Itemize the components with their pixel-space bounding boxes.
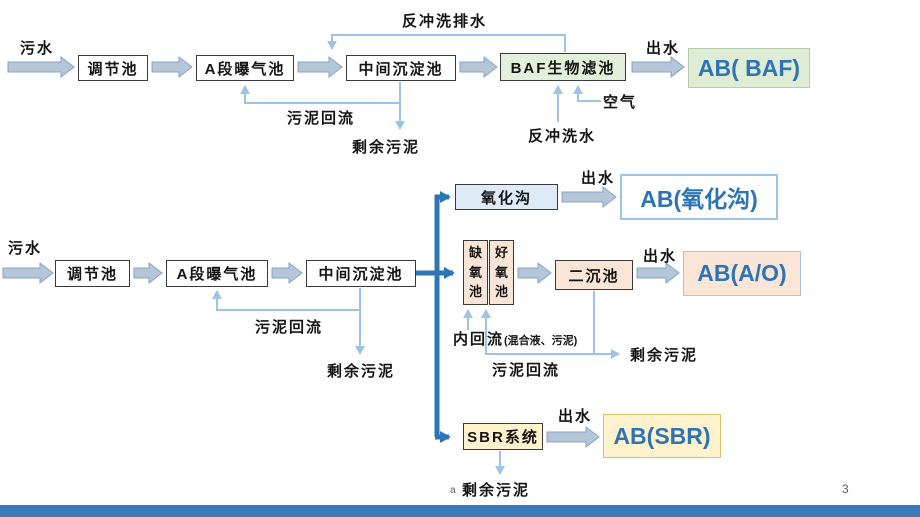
- footnote-mark: a: [450, 485, 456, 496]
- internal-recycle-text: 内回流: [453, 331, 505, 348]
- a-stage-aeration-tank-bottom: A段曝气池: [166, 260, 268, 287]
- influent-label-top: 污水: [20, 40, 55, 57]
- excess-sludge-label-top: 剩余污泥: [352, 139, 421, 156]
- regulation-tank-top: 调节池: [78, 55, 148, 81]
- secondary-sedimentation-tank-box: 二沉池: [555, 260, 633, 290]
- branch-trunk: [416, 191, 455, 443]
- backwash-water-label: 反冲洗水: [528, 128, 597, 145]
- baf-biofilter-box: BAF生物滤池: [500, 53, 626, 81]
- sludge-return-label-ao: 污泥回流: [492, 362, 561, 379]
- footer-bar: [0, 505, 920, 517]
- intermediate-sedimentation-tank-bottom: 中间沉淀池: [306, 260, 416, 287]
- air-label: 空气: [603, 94, 638, 111]
- effluent-label-oxidation-ditch: 出水: [581, 170, 616, 187]
- result-ab-baf: AB( BAF): [688, 48, 810, 88]
- effluent-label-baf: 出水: [646, 40, 681, 57]
- result-ab-ao: AB(A/O): [683, 251, 801, 296]
- page-number: 3: [842, 482, 849, 496]
- oxidation-ditch-box: 氧化沟: [455, 184, 558, 210]
- effluent-label-sbr: 出水: [558, 408, 593, 425]
- excess-sludge-label-sbr: 剩余污泥: [462, 482, 531, 499]
- sludge-return-label-top: 污泥回流: [287, 110, 356, 127]
- aerobic-tank-box: 好氧池: [489, 240, 514, 305]
- internal-recycle-note: (混合液、污泥): [504, 335, 578, 347]
- intermediate-sedimentation-tank-top: 中间沉淀池: [346, 55, 456, 81]
- recycle-lines: [212, 34, 620, 475]
- block-arrows-bottom: [2, 185, 680, 449]
- sludge-return-label-bottom: 污泥回流: [255, 319, 324, 336]
- excess-sludge-label-bottom: 剩余污泥: [327, 363, 396, 380]
- block-arrows-top: [7, 55, 685, 79]
- regulation-tank-bottom: 调节池: [55, 260, 130, 287]
- influent-label-bottom: 污水: [8, 240, 43, 257]
- result-ab-oxidation-ditch: AB(氧化沟): [620, 174, 778, 220]
- effluent-label-ao: 出水: [643, 248, 678, 265]
- backwash-drain-label: 反冲洗排水: [402, 13, 488, 30]
- a-stage-aeration-tank-top: A段曝气池: [196, 55, 294, 81]
- result-ab-sbr: AB(SBR): [603, 414, 721, 458]
- internal-recycle-label: 内回流(混合液、污泥): [453, 328, 577, 349]
- sbr-system-box: SBR系统: [463, 423, 543, 450]
- excess-sludge-label-ao: 剩余污泥: [630, 347, 699, 364]
- anoxic-tank-box: 缺氧池: [463, 240, 488, 305]
